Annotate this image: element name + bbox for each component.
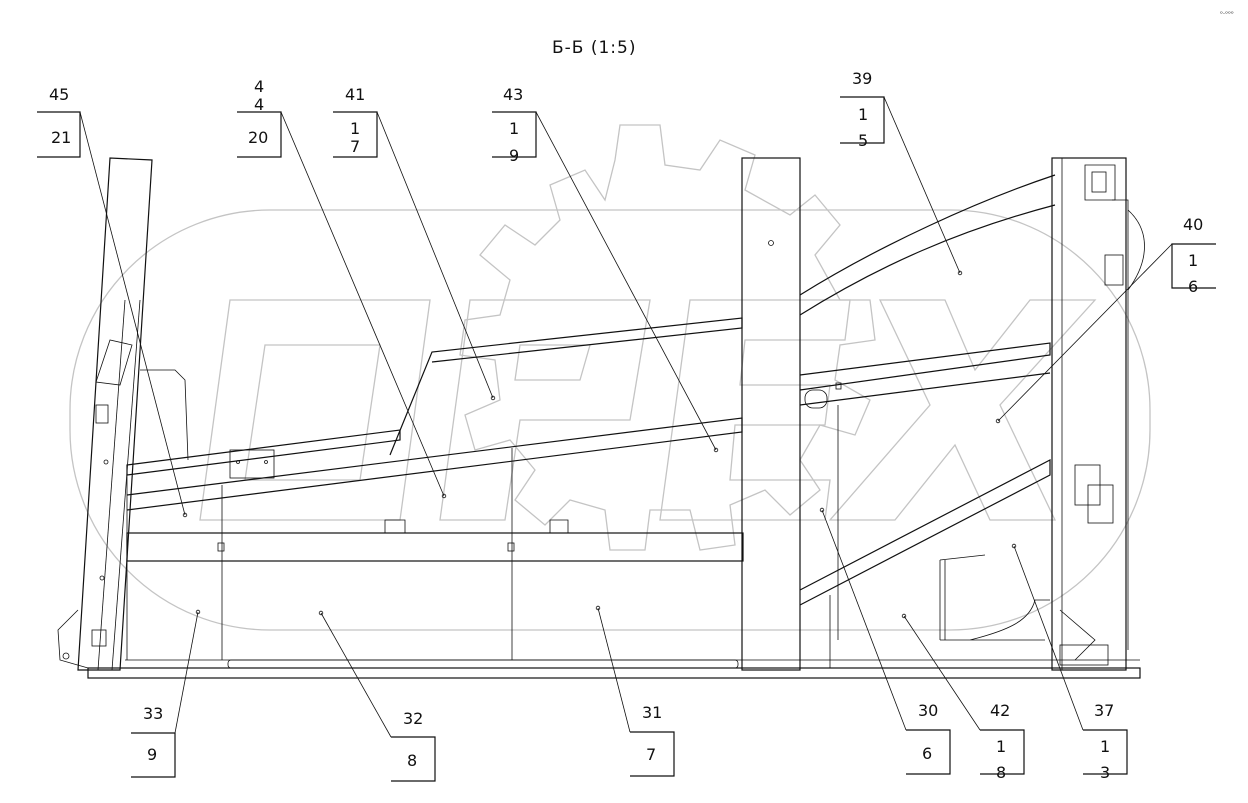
callout-32-box: 8 xyxy=(407,751,417,770)
corner-mark: ᵒ·ᵒᵒᵒ xyxy=(1220,10,1234,18)
callout-39-label: 39 xyxy=(852,69,872,88)
callout-44-label-bottom: 4 xyxy=(254,95,264,114)
callout-44: 4 4 20 xyxy=(237,77,447,499)
callout-33-label: 33 xyxy=(143,704,163,723)
watermark-logo xyxy=(69,124,1151,631)
callout-33: 33 9 xyxy=(131,609,201,778)
callout-39-box-top: 1 xyxy=(858,105,868,124)
watermark-letter-p xyxy=(439,299,651,521)
callout-44-box: 20 xyxy=(248,128,268,147)
callout-43: 43 1 9 xyxy=(492,85,719,453)
callout-39: 39 1 5 xyxy=(840,69,963,276)
callouts: 45 21 4 4 20 41 1 7 43 1 xyxy=(37,69,1216,782)
callout-37-box-top: 1 xyxy=(1100,737,1110,756)
callout-31-box: 7 xyxy=(646,745,656,764)
callout-41-box-top: 1 xyxy=(350,119,360,138)
callout-41-box-bottom: 7 xyxy=(350,137,360,156)
callout-41: 41 1 7 xyxy=(333,85,496,401)
callout-43-box-top: 1 xyxy=(509,119,519,138)
callout-45-label: 45 xyxy=(49,85,69,104)
callout-40-box-top: 1 xyxy=(1188,251,1198,270)
callout-40: 40 1 6 xyxy=(995,215,1216,424)
watermark-letter-e xyxy=(659,299,851,521)
watermark-letter-o xyxy=(199,299,431,521)
callout-37-box-bottom: 3 xyxy=(1100,763,1110,782)
callout-40-box-bottom: 6 xyxy=(1188,277,1198,296)
callout-42-label: 42 xyxy=(990,701,1010,720)
callout-33-box: 9 xyxy=(147,745,157,764)
frame-geometry xyxy=(57,157,1145,679)
callout-31-label: 31 xyxy=(642,703,662,722)
callout-43-label: 43 xyxy=(503,85,523,104)
callout-42-box-top: 1 xyxy=(996,737,1006,756)
callout-31: 31 7 xyxy=(595,605,675,777)
watermark-letter-x xyxy=(828,299,1097,521)
callout-42: 42 1 8 xyxy=(901,613,1025,782)
callout-32-label: 32 xyxy=(403,709,423,728)
callout-32: 32 8 xyxy=(318,610,436,782)
callout-43-box-bottom: 9 xyxy=(509,146,519,165)
callout-30: 30 6 xyxy=(819,507,951,775)
callout-44-label-top: 4 xyxy=(254,77,264,96)
callout-45: 45 21 xyxy=(37,85,188,518)
callout-45-box: 21 xyxy=(51,128,71,147)
callout-30-label: 30 xyxy=(918,701,938,720)
callout-41-label: 41 xyxy=(345,85,365,104)
callout-30-box: 6 xyxy=(922,744,932,763)
callout-40-label: 40 xyxy=(1183,215,1203,234)
callout-37-label: 37 xyxy=(1094,701,1114,720)
callout-39-box-bottom: 5 xyxy=(858,131,868,150)
watermark-gear xyxy=(459,124,876,551)
callout-42-box-bottom: 8 xyxy=(996,763,1006,782)
callout-37: 37 1 3 xyxy=(1011,543,1128,782)
section-title: Б-Б (1:5) xyxy=(552,38,637,58)
